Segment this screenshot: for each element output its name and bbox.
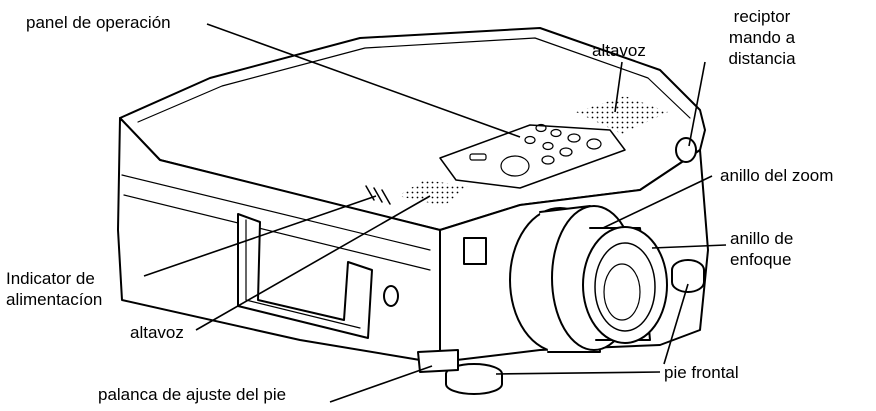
speaker-grille-side	[398, 180, 468, 206]
remote-receiver-window	[675, 137, 697, 163]
speaker-grille-top	[576, 96, 668, 134]
label-focus-ring-line1: anillo de	[730, 229, 794, 248]
leader-speaker-top	[614, 61, 623, 113]
foot-adjust-lever	[417, 349, 459, 373]
leader-front-foot-2	[663, 283, 689, 365]
label-focus-ring: anillo de enfoque	[730, 228, 793, 270]
front-sensor-window	[463, 237, 487, 265]
label-focus-ring-line2: enfoque	[730, 250, 792, 269]
label-power-indicator-line1: Indicator de	[6, 269, 95, 288]
side-round-button	[383, 285, 399, 307]
label-remote-receiver-line2: mando a	[728, 28, 796, 47]
label-remote-receiver-line1: reciptor	[733, 7, 791, 26]
leader-power-indicator	[143, 195, 377, 277]
leader-speaker-side	[195, 195, 431, 331]
label-remote-receiver: reciptor mando a distancia	[716, 6, 808, 69]
leader-remote-receiver	[688, 61, 706, 147]
leader-foot-lever	[329, 365, 433, 403]
label-speaker-top: altavoz	[592, 41, 646, 60]
carry-handle	[237, 213, 373, 339]
label-speaker-side: altavoz	[130, 323, 184, 342]
leader-zoom-ring	[602, 175, 713, 229]
label-remote-receiver-line3: distancia	[728, 49, 796, 68]
label-power-indicator: Indicator de alimentacíon	[6, 268, 102, 310]
label-control-panel: panel de operación	[26, 13, 171, 32]
label-zoom-ring: anillo del zoom	[720, 166, 834, 185]
label-foot-lever: palanca de ajuste del pie	[98, 385, 287, 404]
label-power-indicator-line2: alimentacíon	[6, 290, 103, 309]
leader-focus-ring	[651, 244, 727, 249]
leader-front-foot-1	[495, 371, 661, 375]
label-front-foot: pie frontal	[664, 363, 739, 382]
leader-control-panel	[206, 23, 521, 138]
